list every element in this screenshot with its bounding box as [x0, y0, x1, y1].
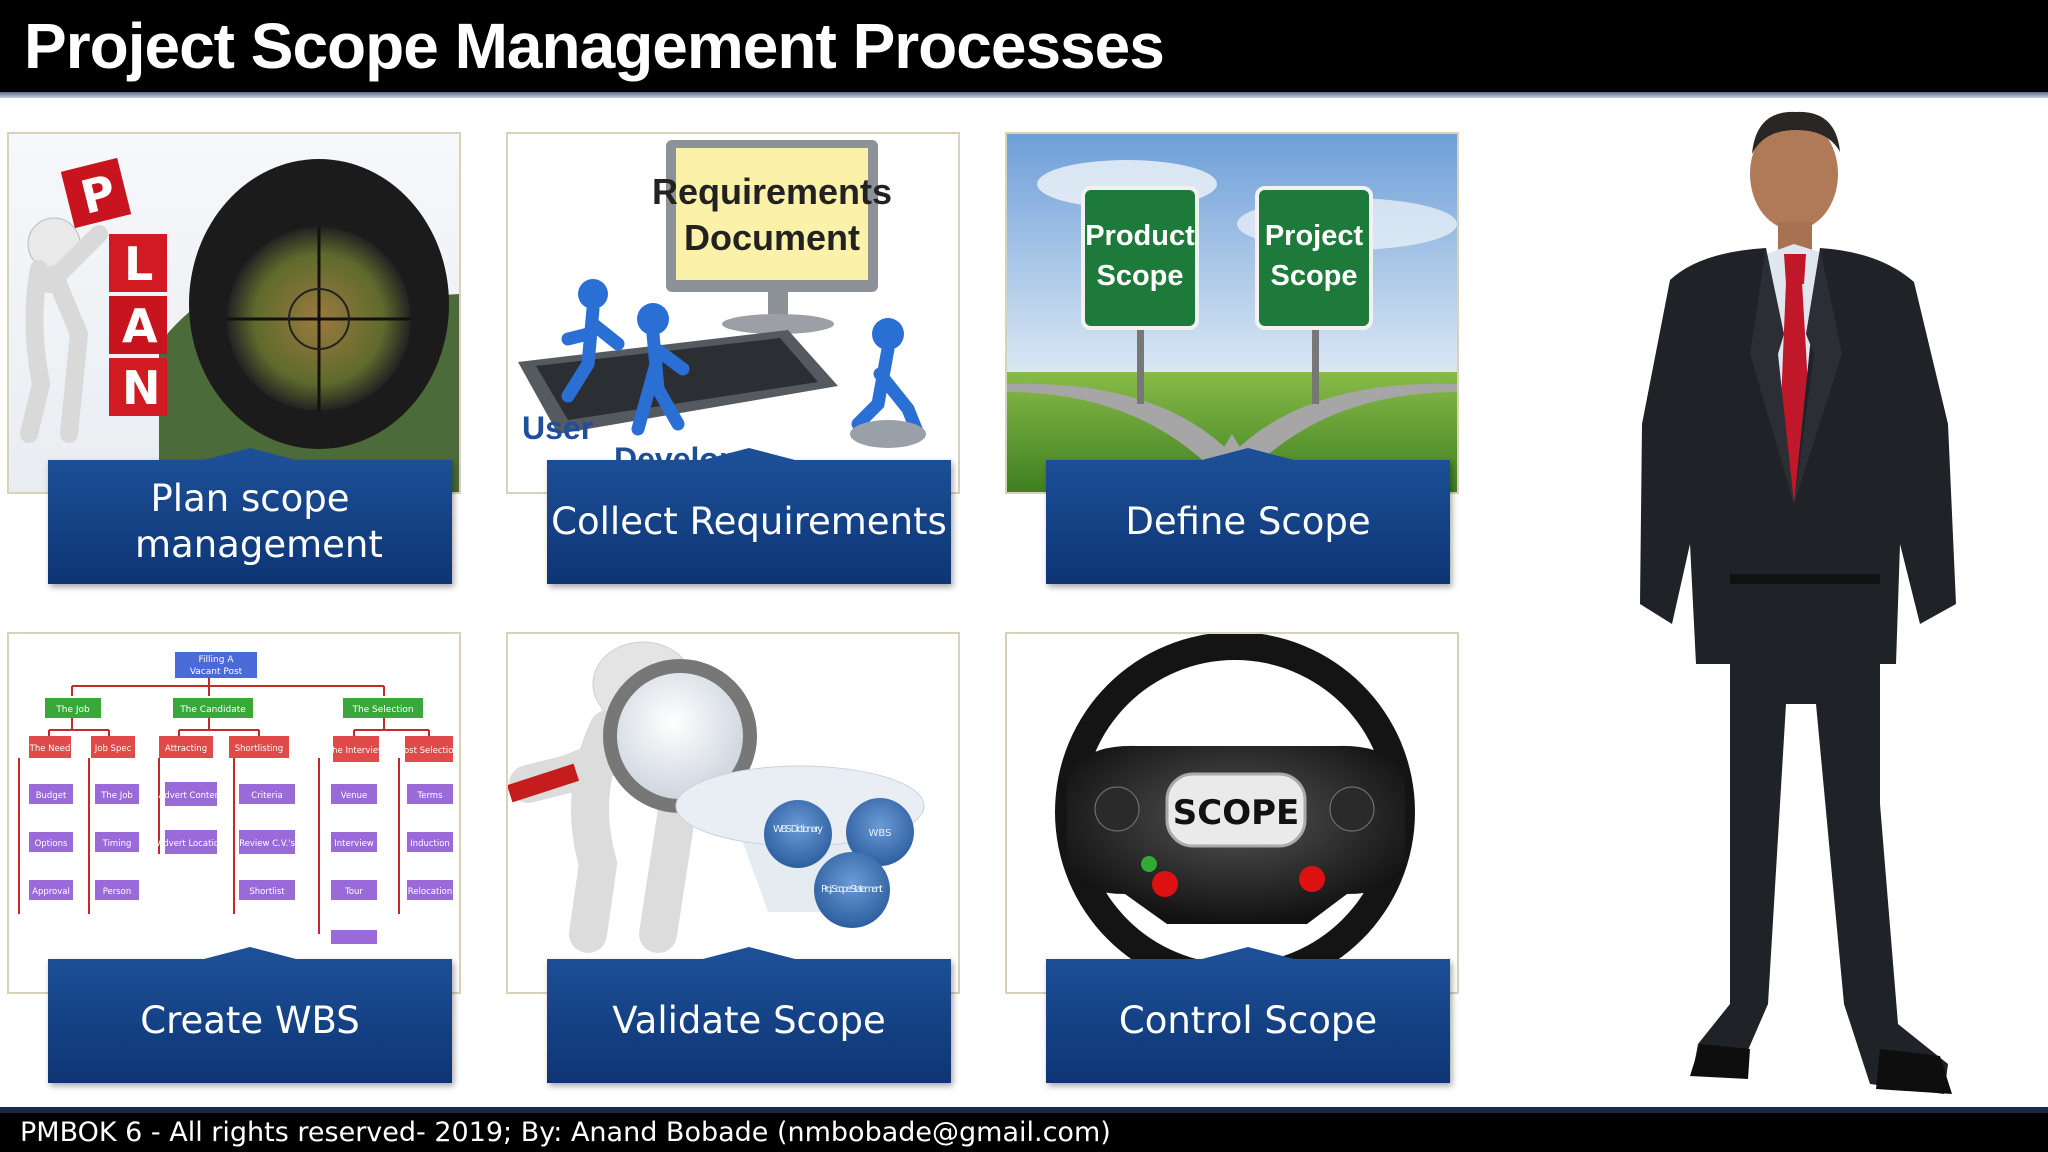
svg-text:Tour: Tour: [344, 887, 363, 897]
svg-text:WBS Dictionary: WBS Dictionary: [773, 824, 823, 835]
svg-text:Terms: Terms: [416, 791, 443, 801]
svg-text:Proj. Scope Statement: Proj. Scope Statement: [821, 884, 883, 895]
svg-text:The Selection: The Selection: [351, 705, 413, 715]
svg-text:The Job: The Job: [100, 791, 133, 801]
copyright-footer: PMBOK 6 - All rights reserved- 2019; By:…: [20, 1117, 1111, 1148]
svg-text:WBS: WBS: [869, 828, 892, 839]
svg-text:Venue: Venue: [341, 791, 367, 801]
svg-text:Review C.V.'s: Review C.V.'s: [239, 839, 295, 849]
svg-text:Relocation: Relocation: [408, 887, 452, 897]
svg-text:L: L: [124, 237, 153, 291]
svg-text:Scope: Scope: [1270, 260, 1357, 292]
create-wbs-image: Filling A Vacant Post The Job The Candid…: [7, 632, 461, 994]
svg-text:Filling A: Filling A: [199, 655, 235, 665]
svg-text:The Job: The Job: [55, 705, 90, 715]
svg-text:SCOPE: SCOPE: [1173, 793, 1300, 833]
create-wbs-label[interactable]: Create WBS: [48, 959, 452, 1083]
title-bar: Project Scope Management Processes: [0, 0, 2048, 98]
validate-scope-image: WBS Dictionary WBS Proj. Scope Statement: [506, 632, 960, 994]
plan-scope-management-label[interactable]: Plan scope management: [48, 460, 452, 584]
svg-text:Timing: Timing: [102, 839, 132, 849]
svg-text:Shortlisting: Shortlisting: [235, 744, 283, 754]
svg-text:Project: Project: [1265, 220, 1364, 252]
svg-text:N: N: [122, 361, 161, 415]
slide-title: Project Scope Management Processes: [24, 10, 1165, 82]
control-scope-image: SCOPE: [1005, 632, 1459, 994]
svg-text:The Candidate: The Candidate: [179, 705, 246, 715]
presenter-photo: [1580, 104, 2020, 1114]
svg-text:Vacant Post: Vacant Post: [190, 667, 243, 677]
svg-text:Person: Person: [103, 887, 132, 897]
svg-text:Shortlist: Shortlist: [249, 887, 285, 897]
define-scope-image: Product Scope Project Scope: [1005, 132, 1459, 494]
control-scope-label[interactable]: Control Scope: [1046, 959, 1450, 1083]
svg-text:Budget: Budget: [36, 791, 67, 801]
svg-text:Induction: Induction: [410, 839, 450, 849]
plan-scope-image: P L A N: [7, 132, 461, 494]
svg-text:Product: Product: [1085, 220, 1195, 252]
svg-text:Attracting: Attracting: [165, 744, 207, 754]
svg-text:Document: Document: [684, 217, 860, 258]
svg-text:Interview: Interview: [334, 839, 374, 849]
svg-text:Criteria: Criteria: [251, 791, 282, 801]
svg-text:Requirements: Requirements: [652, 171, 892, 212]
svg-text:Approval: Approval: [32, 887, 70, 897]
svg-text:The Interview: The Interview: [326, 746, 385, 756]
collect-requirements-image: Requirements Document User Developer: [506, 132, 960, 494]
collect-requirements-label[interactable]: Collect Requirements: [547, 460, 951, 584]
svg-text:Post Selection: Post Selection: [399, 746, 459, 756]
svg-text:User: User: [522, 410, 593, 446]
svg-text:Job Spec: Job Spec: [94, 744, 132, 754]
svg-text:Advert Location: Advert Location: [158, 839, 225, 849]
footer-bar: PMBOK 6 - All rights reserved- 2019; By:…: [0, 1107, 2048, 1152]
define-scope-label[interactable]: Define Scope: [1046, 460, 1450, 584]
svg-text:Options: Options: [35, 839, 68, 849]
validate-scope-label[interactable]: Validate Scope: [547, 959, 951, 1083]
svg-text:Advert Content: Advert Content: [159, 791, 224, 801]
svg-text:A: A: [122, 299, 158, 353]
svg-text:The Need: The Need: [29, 744, 71, 754]
svg-text:Scope: Scope: [1096, 260, 1183, 292]
